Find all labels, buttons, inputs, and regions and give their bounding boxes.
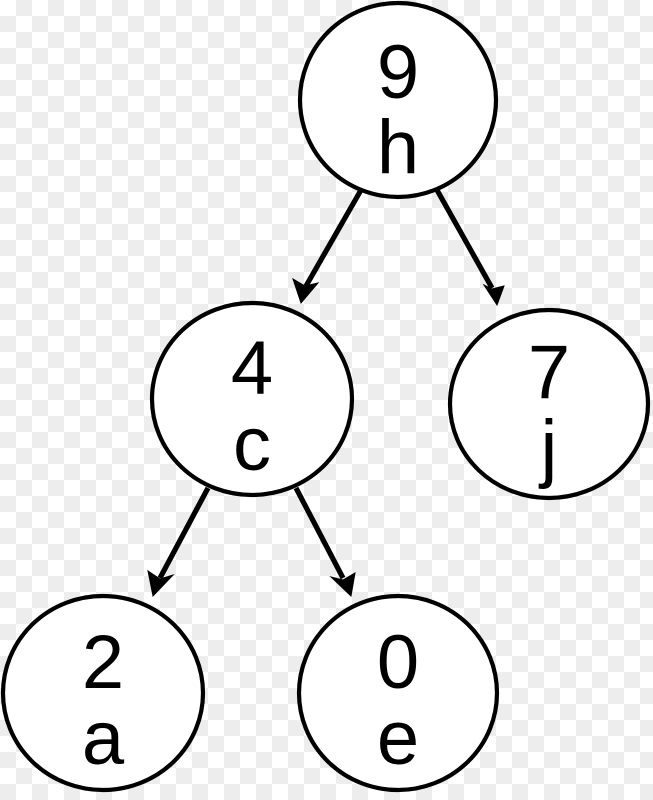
node-left-right-ellipse[interactable] xyxy=(296,593,500,793)
node-left-right-tag: e xyxy=(377,696,419,781)
edge-root-right xyxy=(434,188,505,307)
node-root-key: 9 xyxy=(377,30,419,115)
edge-left-leftleft-line xyxy=(157,486,211,580)
node-left-left-tag: a xyxy=(82,696,125,781)
edge-left-leftright xyxy=(293,486,356,598)
tree-node-left-left[interactable]: 2 a xyxy=(0,593,206,793)
node-left-right-key: 0 xyxy=(377,620,419,705)
node-left-left-ellipse[interactable] xyxy=(0,593,206,793)
edge-root-left-arrowhead xyxy=(292,277,320,304)
edge-left-leftright-line xyxy=(293,486,346,580)
tree-node-root[interactable]: 9 h xyxy=(297,0,499,200)
edge-left-leftright-arrowhead xyxy=(329,572,356,598)
edge-root-left xyxy=(292,188,364,304)
edge-left-leftleft-arrowhead xyxy=(147,569,175,598)
tree-node-right[interactable]: 7 j xyxy=(447,307,651,501)
node-left-tag: c xyxy=(233,402,271,487)
node-right-ellipse[interactable] xyxy=(447,307,651,501)
node-right-key: 7 xyxy=(528,330,570,415)
node-root-ellipse[interactable] xyxy=(297,0,499,200)
node-left-left-key: 2 xyxy=(82,620,124,705)
tree-node-left[interactable]: 4 c xyxy=(149,300,355,498)
tree-node-left-right[interactable]: 0 e xyxy=(296,593,500,793)
edge-root-right-line xyxy=(434,188,495,290)
edge-left-leftleft xyxy=(147,486,211,598)
node-left-ellipse[interactable] xyxy=(149,300,355,498)
node-root-tag: h xyxy=(377,105,419,190)
edge-root-right-arrowhead xyxy=(482,283,505,307)
edge-root-left-line xyxy=(303,188,364,288)
node-left-key: 4 xyxy=(231,326,273,411)
node-right-tag: j xyxy=(539,405,558,490)
